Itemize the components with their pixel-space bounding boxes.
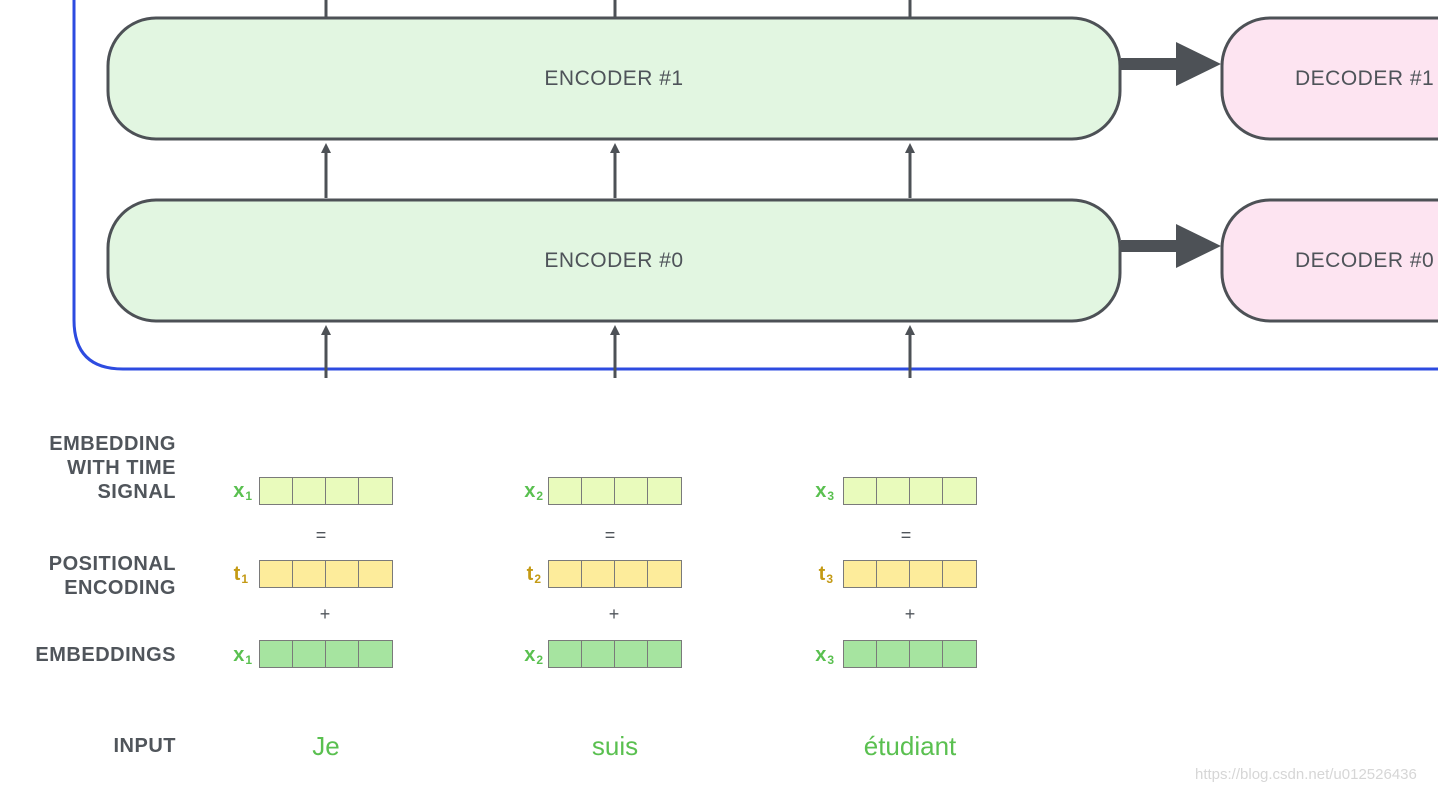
watermark: https://blog.csdn.net/u012526436 (1195, 766, 1417, 783)
signal-label-1: x1 (233, 480, 252, 503)
decoder-0-label: DECODER #0 (1295, 249, 1435, 272)
decoder-1-label: DECODER #1 (1295, 67, 1435, 90)
positional-label-1: t1 (233, 563, 248, 586)
signal-vector-3 (843, 477, 977, 505)
plus-sign-2: + (608, 604, 620, 624)
decoder-0-block (1220, 198, 1438, 323)
input-word-3: étudiant (863, 731, 957, 761)
signal-label-3: x3 (815, 480, 834, 503)
equals-sign-1: = (315, 525, 327, 545)
encoder-0-block (106, 198, 1122, 323)
encoder-stack-frame (72, 0, 1438, 371)
encoder-0-label: ENCODER #0 (544, 249, 684, 272)
positional-vector-3 (843, 560, 977, 588)
positional-label-3: t3 (818, 563, 833, 586)
embedding-vector-1 (259, 640, 393, 668)
input-word-2: suis (591, 731, 639, 761)
positional-label-2: t2 (526, 563, 541, 586)
embedding-label-1: x1 (233, 644, 252, 667)
signal-label-2: x2 (524, 480, 543, 503)
row-label-positional: POSITIONAL ENCODING (48, 553, 176, 599)
decoder-1-block (1220, 16, 1438, 141)
plus-sign-3: + (904, 604, 916, 624)
equals-sign-3: = (900, 525, 912, 545)
embedding-vector-3 (843, 640, 977, 668)
encoder-1-to-decoder-1-arrow (1121, 42, 1221, 86)
encoder-1-block (106, 16, 1122, 141)
encoder-1-label: ENCODER #1 (544, 67, 684, 90)
row-label-signal: EMBEDDING WITH TIME SIGNAL (49, 433, 176, 503)
input-word-1: Je (312, 731, 340, 761)
positional-vector-1 (259, 560, 393, 588)
embedding-label-2: x2 (524, 644, 543, 667)
row-label-embeddings: EMBEDDINGS (35, 644, 176, 666)
encoder-0-to-decoder-0-arrow (1121, 224, 1221, 268)
signal-vector-1 (259, 477, 393, 505)
row-label-input: INPUT (113, 735, 176, 757)
positional-vector-2 (548, 560, 682, 588)
embedding-vector-2 (548, 640, 682, 668)
embedding-label-3: x3 (815, 644, 834, 667)
plus-sign-1: + (319, 604, 331, 624)
equals-sign-2: = (604, 525, 616, 545)
signal-vector-2 (548, 477, 682, 505)
